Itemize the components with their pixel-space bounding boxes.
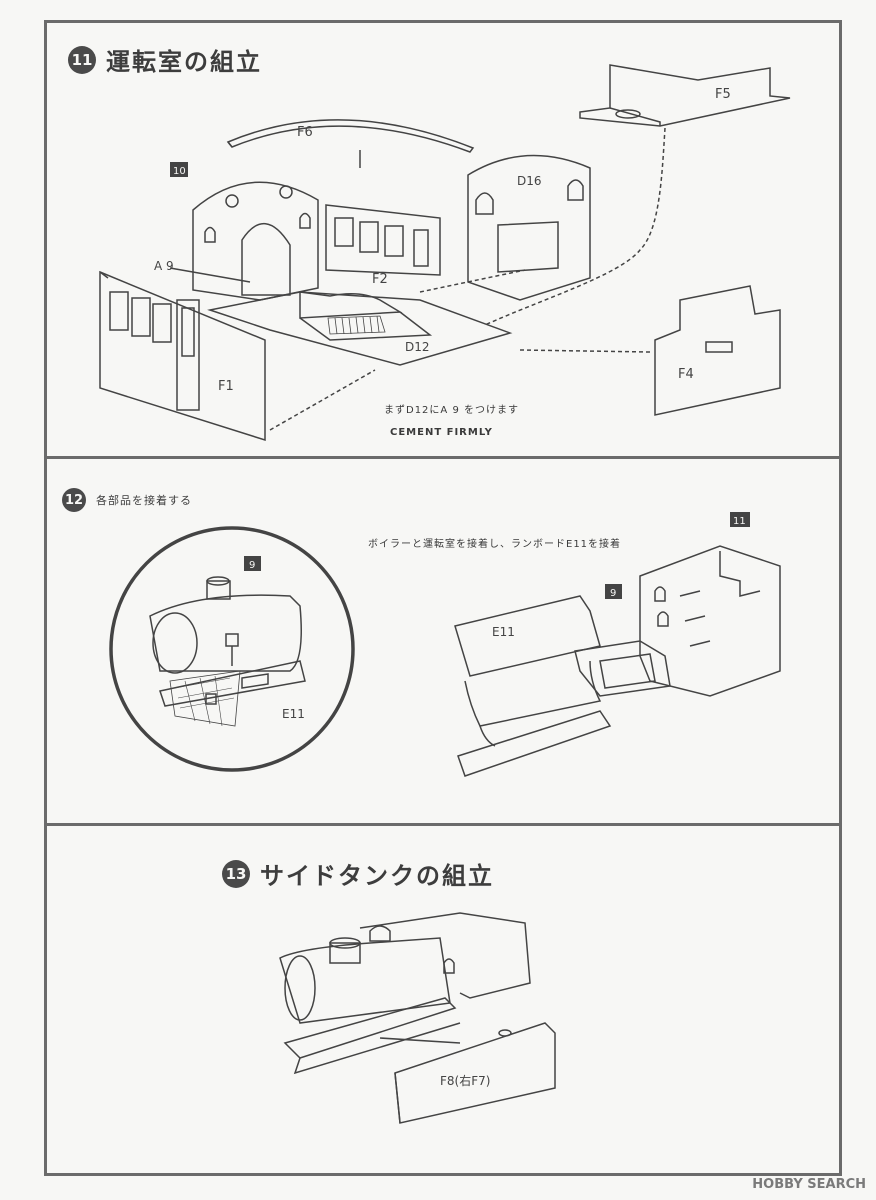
- step-11-title: 運転室の組立: [106, 48, 262, 76]
- step-13-title: サイドタンクの組立: [260, 862, 494, 890]
- part-label-f5: F5: [715, 87, 731, 102]
- part-label-f8: F8(右F7): [440, 1073, 490, 1088]
- ref-label-11: 11: [733, 516, 746, 527]
- part-label-e11b: E11: [492, 625, 515, 639]
- step-11-note-en: CEMENT FIRMLY: [390, 427, 493, 438]
- step-13-heading: 13 サイドタンクの組立: [222, 856, 494, 891]
- ref-label-9a: 9: [249, 560, 255, 571]
- step-11-note-jp: まずD12にA 9 をつけます: [384, 405, 519, 416]
- instruction-frame: [44, 20, 842, 1176]
- step-13-diagram: F8(右F7): [279, 912, 556, 1124]
- part-label-a9: A 9: [154, 259, 174, 273]
- part-label-f1: F1: [218, 379, 234, 394]
- ref-box-9a: [244, 556, 261, 571]
- ref-box-9b: [605, 584, 622, 599]
- ref-label-9b: 9: [610, 588, 616, 599]
- ref-box-10: [170, 162, 188, 177]
- section-divider-1: [44, 456, 842, 459]
- part-label-e11a: E11: [282, 707, 305, 721]
- part-label-f2: F2: [372, 272, 388, 287]
- part-label-f6: F6: [297, 125, 313, 140]
- part-label-f4: F4: [678, 367, 694, 382]
- step-12-heading: 12 各部品を接着する: [62, 488, 192, 512]
- step-11-heading: 11 運転室の組立: [68, 42, 262, 77]
- step-11-number: 11: [68, 45, 96, 74]
- ref-label-10: 10: [173, 166, 186, 177]
- step-12-diagram: 9 9 11 E11 E11: [109, 512, 781, 777]
- ref-box-11: [730, 512, 750, 527]
- step-11-diagram: F6 F5 D16 F2 A 9 D12 F1 F4 10: [99, 64, 791, 442]
- step-12-title: 各部品を接着する: [96, 494, 192, 507]
- part-label-d16: D16: [517, 174, 542, 188]
- watermark: HOBBY SEARCH: [752, 1177, 866, 1192]
- section-divider-2: [44, 823, 842, 826]
- step-13-number: 13: [222, 859, 250, 888]
- part-label-d12: D12: [405, 340, 430, 354]
- step-12-number: 12: [62, 488, 86, 512]
- step-12-note-jp: ボイラーと運転室を接着し、ランボードE11を接着: [368, 539, 622, 550]
